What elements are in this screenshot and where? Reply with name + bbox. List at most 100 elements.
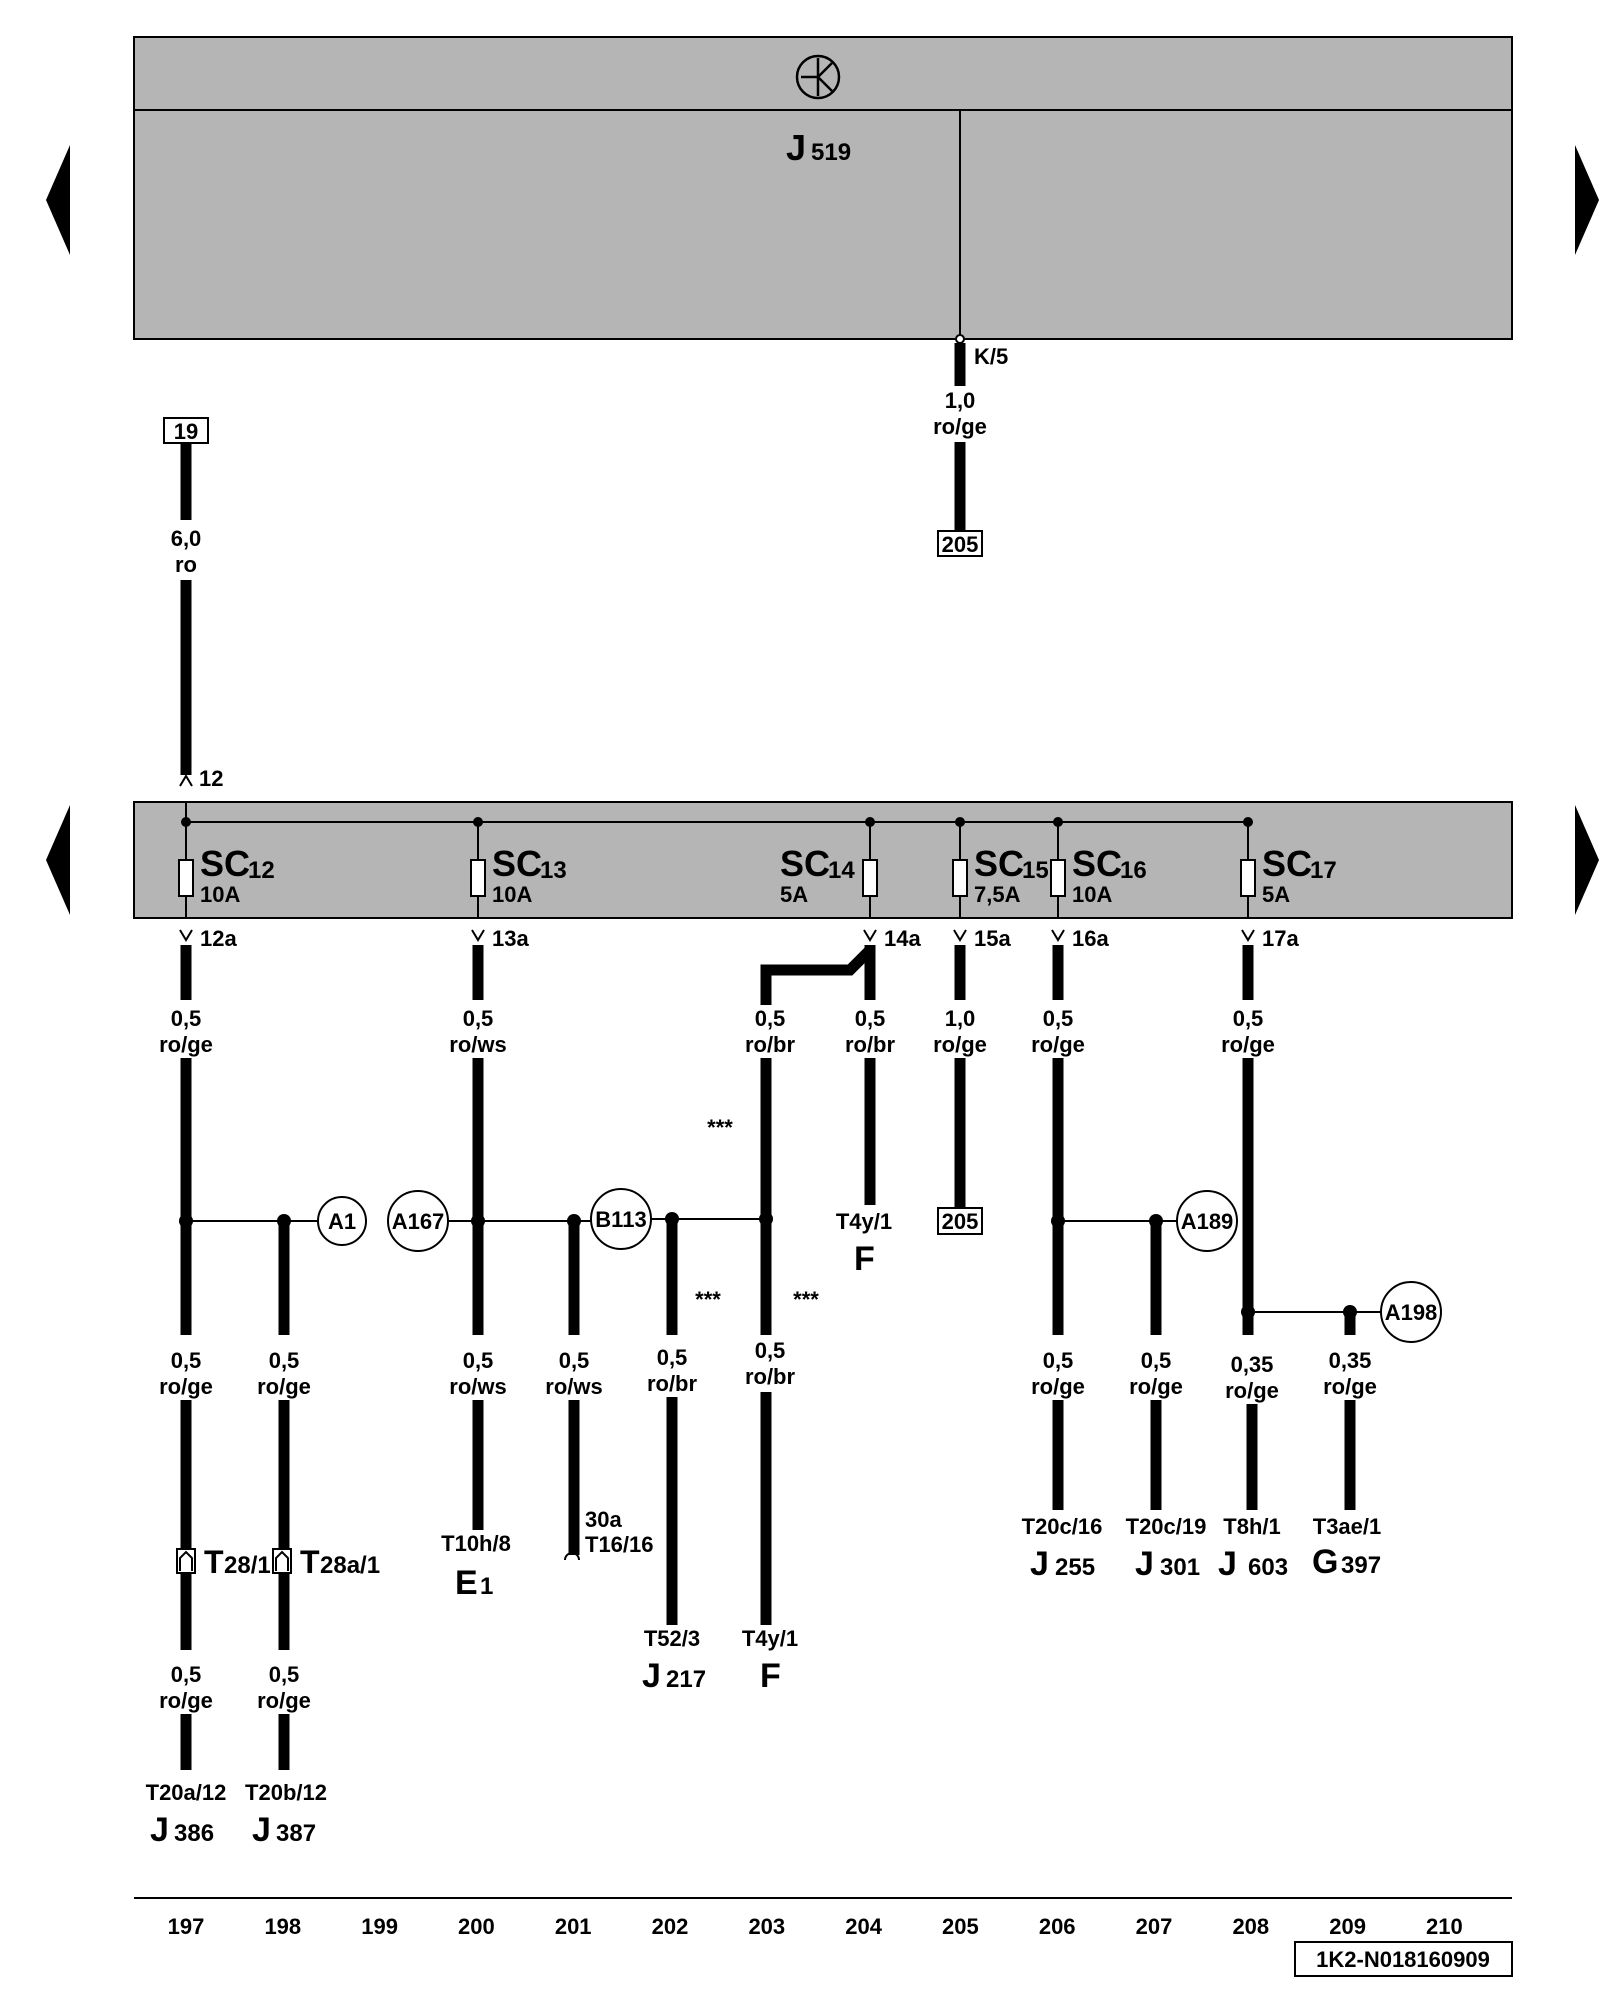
component-j603-letter: J	[1218, 1545, 1237, 1583]
fuse-name: SC	[780, 843, 830, 884]
track-number: 209	[1329, 1914, 1366, 1939]
fuse-number: 13	[540, 857, 567, 884]
fuse-rating: 5A	[780, 882, 808, 907]
component-j255-num: 255	[1055, 1554, 1095, 1581]
connector-t10h: T10h/8	[441, 1531, 511, 1556]
doc-code-box	[1294, 1941, 1513, 1977]
ref-box-205-top[interactable]	[937, 530, 983, 557]
track-number: 197	[168, 1914, 205, 1939]
ref-box-19[interactable]	[163, 417, 209, 444]
component-j217-num: 217	[666, 1666, 706, 1693]
splice-a189-label: A189	[1181, 1209, 1234, 1234]
wire-color: ro/ge	[159, 1688, 213, 1713]
fuse-symbol	[470, 859, 486, 897]
track-number: 203	[748, 1914, 785, 1939]
connector-t28a-symbol	[272, 1548, 292, 1574]
component-j386-letter: J	[150, 1811, 169, 1849]
wire-size: 0,5	[755, 1338, 786, 1363]
fuse-output-pin: 13a	[492, 926, 529, 951]
component-j386-num: 386	[174, 1820, 214, 1847]
triangle-right-icon[interactable]	[1575, 145, 1599, 255]
fuse-name: SC	[974, 843, 1024, 884]
note-stars-2: ***	[695, 1287, 721, 1312]
fuse-number: 12	[248, 857, 275, 884]
track-number: 199	[361, 1914, 398, 1939]
wire-color: ro/ge	[257, 1374, 311, 1399]
triangle-left-icon[interactable]	[46, 805, 70, 915]
doc-code: 1K2-N018160909	[1316, 1947, 1490, 1972]
fuse-output-pin: 14a	[884, 926, 921, 951]
wire-size: 0,5	[559, 1348, 590, 1373]
connector-t3ae: T3ae/1	[1313, 1514, 1382, 1539]
wire-color: ro/ge	[1031, 1032, 1085, 1057]
connector-t16-top: 30a	[585, 1507, 622, 1532]
wire-size: 0,5	[463, 1006, 494, 1031]
fuse-output-pin: 17a	[1262, 926, 1299, 951]
wire-color: ro/ws	[449, 1374, 506, 1399]
splice-a167-label: A167	[392, 1209, 445, 1234]
component-j301-num: 301	[1160, 1554, 1200, 1581]
fuse-rating: 10A	[492, 882, 532, 907]
splice-a198-label: A198	[1385, 1300, 1438, 1325]
connector-t20b: T20b/12	[245, 1780, 327, 1805]
fuse-name: SC	[200, 843, 250, 884]
splice-a1-label: A1	[328, 1209, 356, 1234]
fuse-symbol	[952, 859, 968, 897]
wire-size: 0,5	[1233, 1006, 1264, 1031]
connector-t20a: T20a/12	[146, 1780, 227, 1805]
ref-box-205-mid[interactable]	[937, 1207, 983, 1235]
splice-a198[interactable]	[1380, 1281, 1442, 1343]
connector-t52: T52/3	[644, 1626, 700, 1651]
wire-color: ro/br	[647, 1371, 698, 1396]
wire-color: ro/ws	[545, 1374, 602, 1399]
wire-color: ro/ws	[449, 1032, 506, 1057]
component-j387-letter: J	[252, 1811, 271, 1849]
connector-t20c19: T20c/19	[1126, 1514, 1207, 1539]
wire-color: ro/br	[745, 1364, 796, 1389]
wire-size: 0,5	[269, 1662, 300, 1687]
wire-size: 0,35	[1329, 1348, 1372, 1373]
wire-size: 0,5	[855, 1006, 886, 1031]
wire-size: 0,5	[1141, 1348, 1172, 1373]
wire-size: 0,5	[1043, 1348, 1074, 1373]
component-f-203: F	[760, 1657, 781, 1695]
wire-size: 0,5	[657, 1345, 688, 1370]
triangle-right-icon[interactable]	[1575, 805, 1599, 915]
triangle-left-icon[interactable]	[46, 145, 70, 255]
wire-color-19: ro	[175, 552, 197, 577]
connector-t28a-letter: T	[300, 1544, 320, 1580]
fuse-number: 16	[1120, 857, 1147, 884]
wire-size: 0,5	[463, 1348, 494, 1373]
track-number: 198	[264, 1914, 301, 1939]
track-number: 210	[1426, 1914, 1463, 1939]
fuse-symbol	[178, 859, 194, 897]
splice-a189[interactable]	[1176, 1190, 1238, 1252]
component-j603-num: 603	[1248, 1554, 1288, 1581]
track-number: 207	[1136, 1914, 1173, 1939]
ref-19: 19	[174, 419, 198, 444]
fuse-output-pin: 15a	[974, 926, 1011, 951]
wire-size: 0,35	[1231, 1352, 1274, 1377]
wire-color: ro/ge	[257, 1688, 311, 1713]
connector-t8h: T8h/1	[1223, 1514, 1280, 1539]
splice-a167[interactable]	[387, 1190, 449, 1252]
splice-b113[interactable]	[590, 1188, 652, 1250]
track-number: 205	[942, 1914, 979, 1939]
component-e1-num: 1	[480, 1573, 493, 1600]
connector-t28-symbol	[176, 1548, 196, 1574]
j519-letter: J	[786, 127, 806, 168]
splice-a1[interactable]	[317, 1196, 367, 1246]
ref-205-mid: 205	[942, 1209, 979, 1234]
ground-key-icon	[795, 54, 841, 100]
wire-size: 1,0	[945, 1006, 976, 1031]
component-j387-num: 387	[276, 1820, 316, 1847]
pin-12-supply: 12	[199, 766, 223, 791]
wire-color: ro/br	[845, 1032, 896, 1057]
